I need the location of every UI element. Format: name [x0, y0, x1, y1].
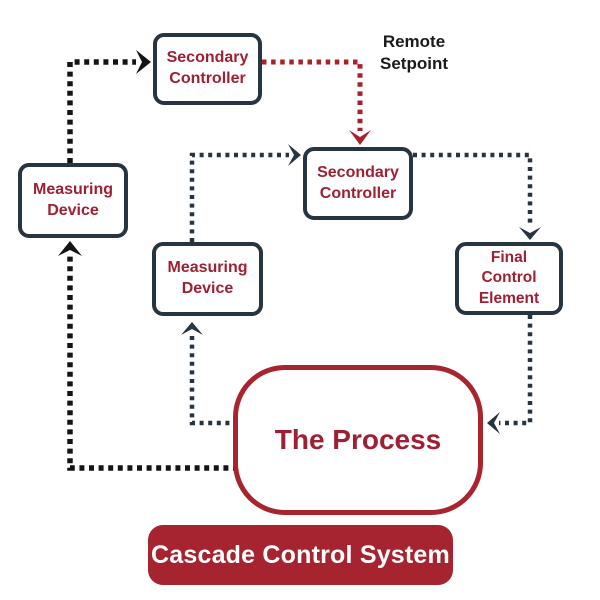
block-the-process: The Process: [233, 365, 483, 515]
flow-measured-value-to-primary: [67, 59, 136, 163]
arrowhead-left-icon: [487, 412, 500, 434]
block-secondary-controller-inner: Secondary Controller: [303, 147, 413, 220]
arrowhead-right-icon: [288, 144, 301, 166]
block-label: Measuring Device: [32, 180, 113, 219]
block-label: Final Control Element: [478, 248, 540, 307]
arrowhead-down-icon: [519, 227, 541, 240]
block-secondary-controller-primary: Secondary Controller: [153, 33, 262, 105]
arrowhead-right-icon: [136, 50, 151, 74]
block-measuring-device-inner: Measuring Device: [152, 242, 263, 316]
flow-measured-value-to-secondary: [189, 152, 289, 242]
block-label: Measuring Device: [167, 259, 248, 297]
block-label: Secondary Controller: [166, 49, 249, 87]
block-final-control-element: Final Control Element: [455, 242, 563, 315]
flow-process-to-inner-measuring-device: [189, 334, 238, 426]
block-label: The Process: [274, 423, 442, 455]
arrowhead-down-icon: [349, 130, 371, 145]
block-measuring-device-outer: Measuring Device: [18, 163, 128, 238]
arrowhead-up-icon: [181, 322, 203, 335]
flow-controller-output: [413, 152, 533, 227]
flow-process-to-outer-measuring-device: [67, 252, 238, 471]
flow-remote-setpoint: [262, 59, 363, 131]
block-label: Secondary Controller: [317, 163, 399, 202]
remote-setpoint-annotation: Remote Setpoint: [380, 32, 448, 74]
arrowhead-up-icon: [58, 241, 82, 256]
diagram-title-banner: Cascade Control System: [148, 525, 453, 585]
flow-fce-to-process: [499, 315, 533, 426]
diagram-title: Cascade Control System: [151, 540, 450, 569]
